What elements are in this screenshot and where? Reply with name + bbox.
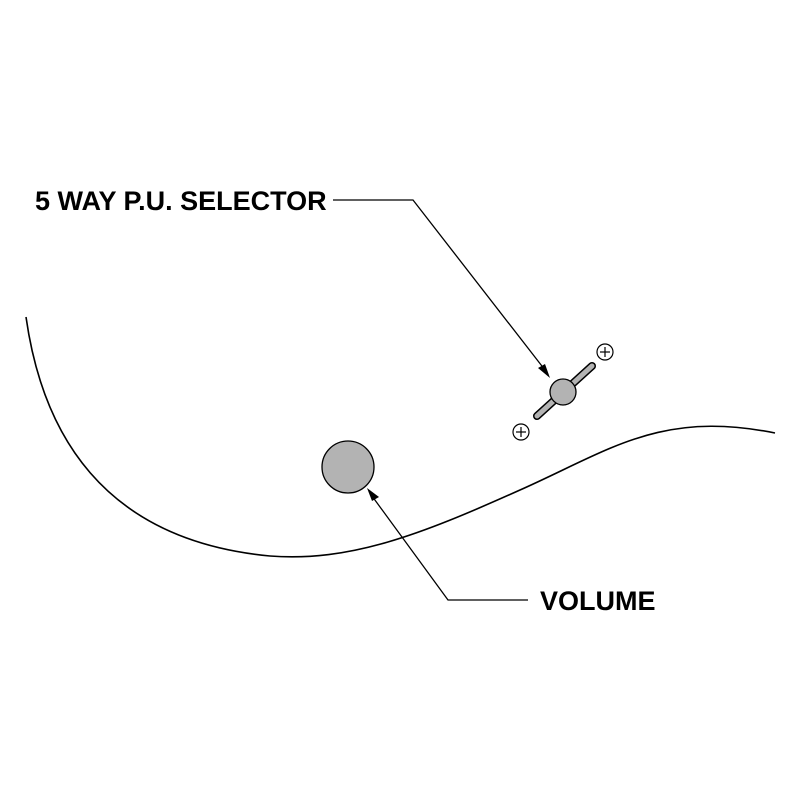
guitar-body-outline [25, 316, 776, 558]
volume-arrowhead [367, 488, 379, 501]
volume-knob[interactable] [321, 440, 375, 494]
volume-label: VOLUME [540, 586, 656, 616]
screw-icon [512, 423, 530, 441]
selector-arrowhead [538, 364, 550, 378]
volume-leader-line [371, 495, 528, 601]
selector-switch-tip[interactable] [549, 378, 577, 406]
screw-icon [596, 343, 614, 361]
pickup-selector-switch[interactable] [533, 362, 596, 420]
selector-leader-line [333, 199, 546, 371]
selector-label: 5 WAY P.U. SELECTOR [35, 186, 327, 216]
